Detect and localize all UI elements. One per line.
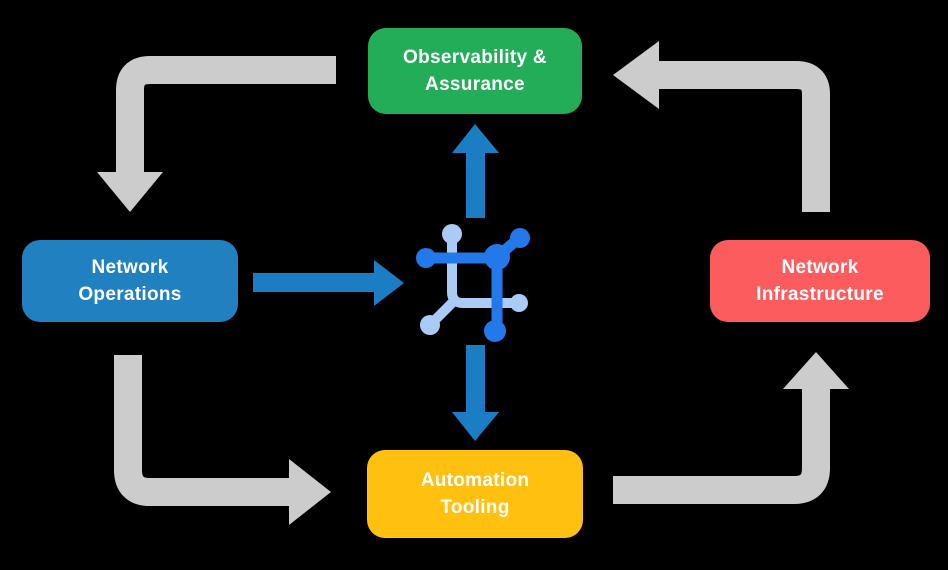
icon-node — [416, 248, 436, 268]
arrow-shaft — [116, 56, 336, 174]
arrow-operations-to-center — [253, 260, 404, 306]
arrow-head-right-icon — [374, 260, 404, 306]
node-label: Network Infrastructure — [756, 257, 884, 305]
arrow-shaft — [466, 151, 485, 218]
icon-node — [484, 244, 510, 270]
node-label: Network Operations — [78, 257, 182, 305]
node-label: Automation Tooling — [420, 470, 530, 518]
node-automation-tooling: Automation Tooling — [367, 450, 583, 538]
arrow-head-left-icon — [613, 41, 659, 109]
arrow-shaft — [613, 389, 830, 504]
icon-node — [420, 315, 440, 335]
arrow-center-to-automation — [452, 345, 499, 441]
arrow-head-right-icon — [289, 459, 331, 525]
icon-node — [510, 228, 530, 248]
arrow-head-down-icon — [97, 172, 163, 212]
arrow-operations-to-automation — [114, 355, 331, 525]
icon-node — [484, 320, 506, 342]
node-network-operations: Network Operations — [22, 240, 238, 322]
arrow-shaft — [253, 273, 374, 292]
arrow-shaft — [659, 61, 830, 212]
node-network-infrastructure: Network Infrastructure — [710, 240, 930, 322]
arrow-center-to-observability — [452, 124, 499, 218]
arrow-observability-to-operations — [97, 56, 336, 212]
icon-node — [442, 224, 462, 244]
node-label: Observability & Assurance — [403, 47, 547, 95]
arrow-automation-to-infrastructure — [613, 352, 849, 504]
network-mesh-icon — [416, 224, 530, 342]
node-observability-assurance: Observability & Assurance — [368, 28, 582, 114]
arrow-head-up-icon — [452, 124, 499, 153]
arrow-head-down-icon — [452, 412, 499, 441]
arrow-shaft — [466, 345, 485, 413]
arrow-infrastructure-to-observability — [613, 41, 830, 212]
icon-node — [510, 294, 528, 312]
arrow-head-up-icon — [783, 352, 849, 389]
arrow-shaft — [114, 355, 289, 506]
